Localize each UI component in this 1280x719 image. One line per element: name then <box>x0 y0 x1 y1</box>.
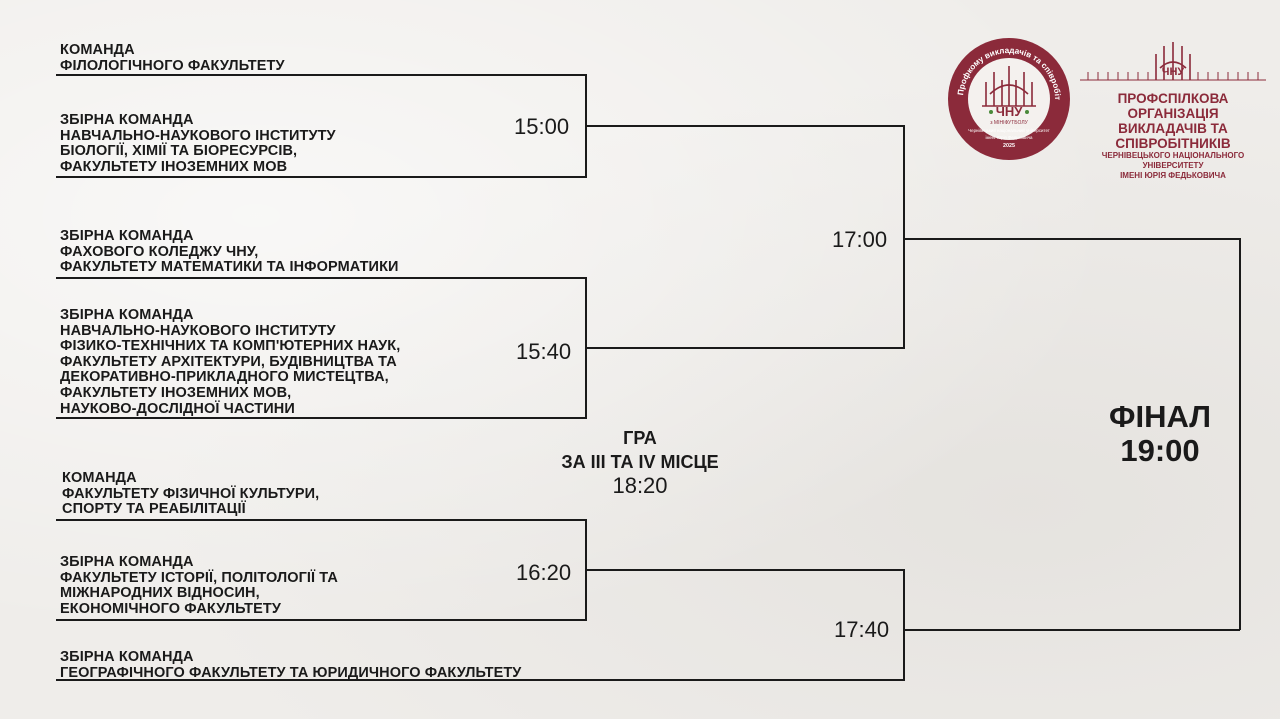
fence-icon <box>1080 72 1266 81</box>
university-building-icon <box>1155 42 1191 80</box>
logo-year: 2025 <box>1003 143 1015 149</box>
team-biology-languages: ЗБІРНА КОМАНДА НАВЧАЛЬНО-НАУКОВОГО ІНСТИ… <box>60 112 336 175</box>
logo-named-after: імені Юрія Федьковича <box>986 135 1034 140</box>
third-place-line2: ЗА ІІІ ТА IV МІСЦЕ <box>561 452 719 472</box>
union-emblem: ЧНУ <box>1080 42 1266 81</box>
bracket-qf1-out <box>586 125 905 239</box>
union-abbr: ЧНУ <box>1162 66 1185 78</box>
third-place-line1: ГРА <box>623 428 657 448</box>
team-history-economics: ЗБІРНА КОМАНДА ФАКУЛЬТЕТУ ІСТОРІЇ, ПОЛІТ… <box>60 554 338 617</box>
third-place-time: 18:20 <box>612 473 668 498</box>
time-qf1: 15:00 <box>514 114 570 139</box>
castle-icon <box>982 66 1036 107</box>
bracket-qf3-out <box>56 569 905 681</box>
team-physical-culture: КОМАНДА ФАКУЛЬТЕТУ ФІЗИЧНОЇ КУЛЬТУРИ, СП… <box>62 470 320 518</box>
logo-center-abbr: ЧНУ <box>996 104 1024 119</box>
time-qf2: 15:40 <box>516 339 572 364</box>
team-college-math: ЗБІРНА КОМАНДА ФАХОВОГО КОЛЕДЖУ ЧНУ, ФАК… <box>60 228 399 276</box>
bracket-sf1-out <box>904 238 1241 630</box>
final-label: ФІНАЛ <box>1109 399 1211 434</box>
union-line1: ПРОФСПІЛКОВА ОРГАНІЗАЦІЯ <box>1117 91 1229 121</box>
team-physics-architecture: ЗБІРНА КОМАНДА НАВЧАЛЬНО-НАУКОВОГО ІНСТИ… <box>60 307 401 417</box>
union-line2: ВИКЛАДАЧІВ ТА СПІВРОБІТНИКІВ <box>1115 121 1231 151</box>
final-time: 19:00 <box>1120 433 1200 468</box>
team-philology: КОМАНДА ФІЛОЛОГІЧНОГО ФАКУЛЬТЕТУ <box>60 42 285 74</box>
logo-sport: з МІНІФУТБОЛУ <box>990 120 1028 126</box>
time-sf1: 17:00 <box>832 227 888 252</box>
final-block: ФІНАЛ 19:00 <box>1070 400 1250 468</box>
cup-logo: Кубок Профкому викладачів та співробітни… <box>946 36 1070 160</box>
union-line4: ІМЕНІ ЮРІЯ ФЕДЬКОВИЧА <box>1120 171 1226 180</box>
time-sf2: 17:40 <box>834 617 890 642</box>
union-line3: ЧЕРНІВЕЦЬКОГО НАЦІОНАЛЬНОГО УНІВЕРСИТЕТУ <box>1101 151 1245 170</box>
time-qf3: 16:20 <box>516 560 572 585</box>
logo-university: Чернівецький національний університет <box>968 128 1050 133</box>
team-geography-law: ЗБІРНА КОМАНДА ГЕОГРАФІЧНОГО ФАКУЛЬТЕТУ … <box>60 649 522 681</box>
third-place-block: ГРА ЗА ІІІ ТА IV МІСЦЕ 18:20 <box>500 426 780 498</box>
bracket-qf2-out <box>586 239 905 349</box>
figures-icon <box>989 110 1029 114</box>
union-logo: ЧНУ ПРОФСПІЛКОВА ОРГАНІЗАЦІЯ ВИКЛАДАЧІВ … <box>1078 40 1268 181</box>
